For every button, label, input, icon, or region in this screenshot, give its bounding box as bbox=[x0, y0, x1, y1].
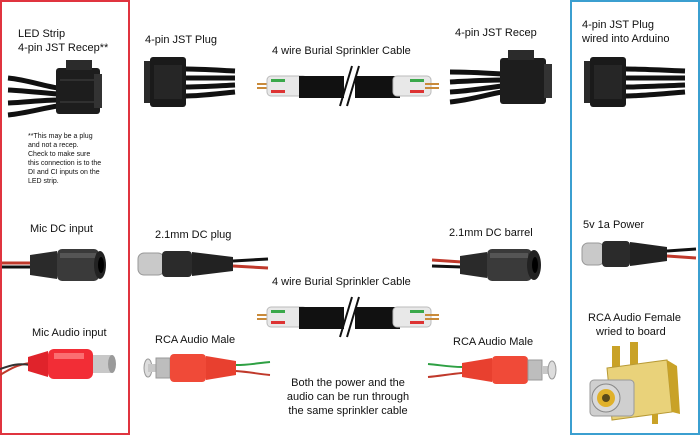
arduino-jst-line1: 4-pin JST Plug bbox=[582, 19, 654, 31]
rca-male-right-image bbox=[427, 356, 557, 384]
dc-barrel-image bbox=[431, 249, 541, 281]
caption-line-1: Both the power and the bbox=[291, 377, 405, 389]
mic-audio-input-label: Mic Audio input bbox=[32, 327, 107, 339]
rca-male-left-label: RCA Audio Male bbox=[155, 334, 236, 346]
led-strip-jst-recep-image bbox=[7, 60, 102, 118]
jst-recep-label: 4-pin JST Recep bbox=[455, 27, 537, 39]
right-panel-border bbox=[570, 0, 700, 435]
cable-top-label: 4 wire Burial Sprinkler Cable bbox=[272, 45, 411, 57]
rca-male-left-image bbox=[143, 354, 271, 382]
rca-female-jack-image bbox=[589, 342, 680, 424]
cable-bottom-label: 4 wire Burial Sprinkler Cable bbox=[272, 276, 411, 288]
rca-female-line2: wried to board bbox=[596, 326, 666, 338]
caption-line-2: audio can be run through bbox=[286, 391, 410, 403]
power-plug-image bbox=[581, 241, 697, 267]
mic-audio-input-image bbox=[0, 349, 116, 379]
led-strip-title-line1: LED Strip bbox=[18, 28, 66, 40]
note-line-1: **This may be a plug bbox=[28, 133, 93, 140]
dc-plug-label: 2.1mm DC plug bbox=[155, 229, 232, 241]
note-line-4: this connection is to the bbox=[28, 160, 102, 167]
rca-female-line1: RCA Audio Female bbox=[588, 312, 681, 324]
dc-plug-image bbox=[137, 251, 269, 277]
mic-dc-input-image bbox=[2, 249, 106, 281]
rca-male-right-label: RCA Audio Male bbox=[453, 336, 534, 348]
note-line-6: LED strip. bbox=[28, 178, 59, 185]
note-line-5: DI and CI inputs on the bbox=[28, 169, 100, 176]
jst-plug-image bbox=[144, 57, 236, 107]
sprinkler-cable-top-image bbox=[257, 65, 439, 107]
jst-plug-label: 4-pin JST Plug bbox=[145, 34, 217, 46]
arduino-jst-line2: wired into Arduino bbox=[582, 33, 670, 45]
dc-barrel-label: 2.1mm DC barrel bbox=[449, 227, 533, 239]
note-line-3: Check to make sure bbox=[28, 151, 91, 158]
left-panel-border bbox=[0, 0, 130, 435]
jst-recep-image bbox=[449, 50, 552, 105]
arduino-jst-plug-image bbox=[584, 57, 686, 107]
sprinkler-cable-bottom-image bbox=[257, 296, 439, 338]
led-strip-title-line2: 4-pin JST Recep** bbox=[18, 42, 109, 54]
caption-line-3: the same sprinkler cable bbox=[288, 405, 408, 417]
mic-dc-input-label: Mic DC input bbox=[30, 223, 93, 235]
power-label: 5v 1a Power bbox=[583, 219, 645, 231]
note-line-2: and not a recep. bbox=[28, 142, 79, 149]
